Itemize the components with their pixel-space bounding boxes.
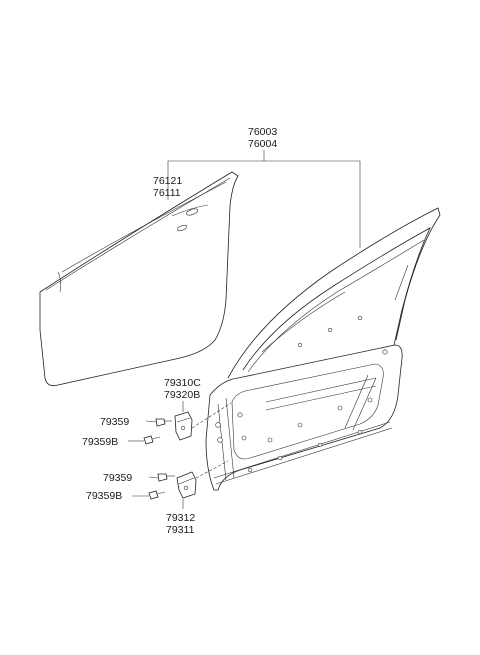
label-79312: 79312 <box>166 512 195 524</box>
label-76003: 76003 <box>248 126 277 138</box>
label-79320B: 79320B <box>164 389 200 401</box>
label-79359-upper: 79359 <box>100 416 129 428</box>
label-79359B-upper: 79359B <box>82 436 118 448</box>
label-76004: 76004 <box>248 138 277 150</box>
label-79359-lower: 79359 <box>103 472 132 484</box>
door-frame-assembly <box>205 207 441 491</box>
bolt-79359B-upper <box>143 435 161 445</box>
bolt-79359-lower <box>157 473 175 482</box>
label-76111: 76111 <box>153 187 181 199</box>
bolt-79359-upper <box>155 418 172 427</box>
label-79359B-lower: 79359B <box>86 490 122 502</box>
leader-lines <box>128 150 361 509</box>
label-76121: 76121 <box>153 175 182 187</box>
upper-hinge <box>174 411 193 441</box>
lower-hinge <box>176 471 197 499</box>
outer-door-panel <box>39 171 239 387</box>
label-79310C: 79310C <box>164 377 201 389</box>
label-79311: 79311 <box>166 524 195 536</box>
bolt-79359B-lower <box>148 490 166 500</box>
